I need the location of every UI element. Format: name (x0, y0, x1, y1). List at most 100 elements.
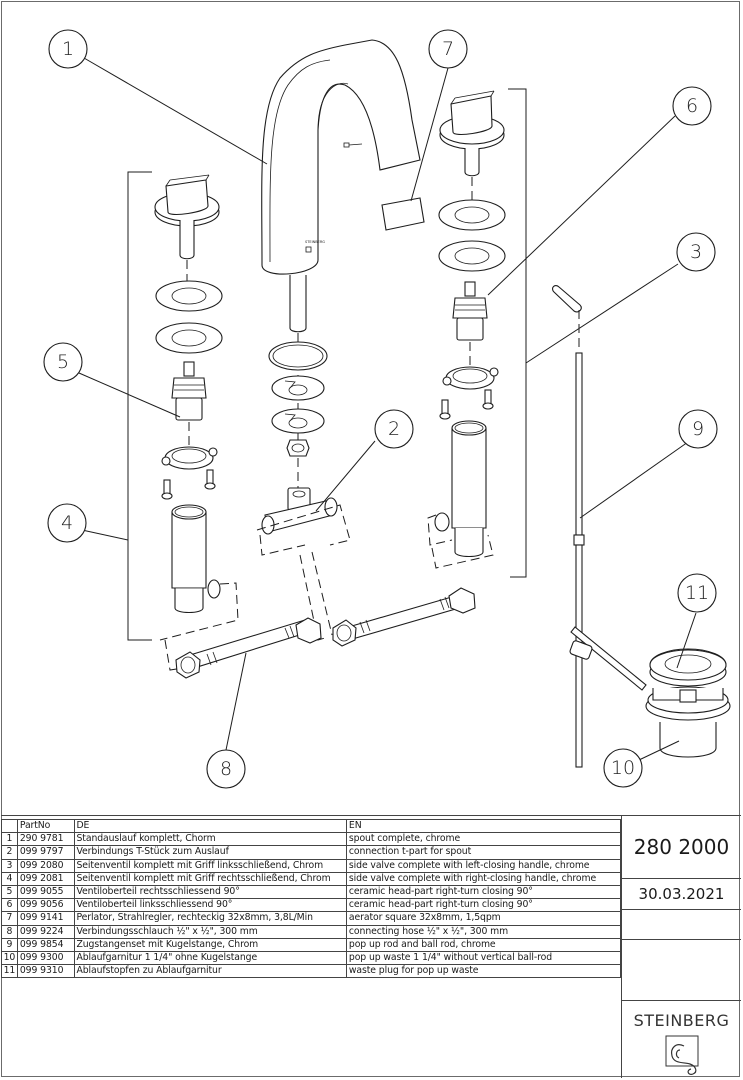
row-de: Ablaufstopfen zu Ablaufgarnitur (73, 964, 347, 979)
row-num: 3 (1, 858, 18, 873)
callout-label: 8 (220, 758, 232, 780)
row-de: Zugstangenset mit Kugelstange, Chrom (73, 937, 347, 952)
row-partno: 099 9310 (16, 964, 75, 979)
spout-brand-mark: STEINBERG (305, 240, 325, 244)
row-en: spout complete, chrome (345, 832, 622, 847)
row-en: connection t-part for spout (345, 845, 622, 860)
row-partno: 290 9781 (16, 832, 75, 847)
callout-6: 6 (672, 86, 712, 126)
row-partno: 099 9141 (16, 911, 75, 926)
row-num: 5 (1, 884, 18, 900)
row-de: Ventiloberteil linksschliessend 90° (73, 898, 347, 913)
row-partno: 099 9055 (16, 884, 75, 900)
callout-9: 9 (678, 409, 718, 449)
aerator-part (381, 197, 425, 231)
steinberg-logo-icon (665, 1035, 698, 1075)
callout-label: 4 (61, 512, 73, 534)
callout-2: 2 (374, 409, 414, 449)
callout-8: 8 (206, 749, 246, 789)
col-header-partno: PartNo (16, 818, 75, 834)
row-partno: 099 9854 (16, 937, 75, 952)
callout-label: 7 (442, 38, 454, 60)
brand-name: STEINBERG (633, 1011, 730, 1030)
spout-mounting-parts (256, 341, 351, 556)
document-number: 280 2000 (622, 816, 741, 879)
row-partno: 099 9056 (16, 898, 75, 913)
callout-label: 1 (62, 38, 74, 60)
row-num: 10 (1, 950, 18, 966)
callout-label: 6 (686, 95, 698, 117)
leader-lines (78, 57, 697, 761)
callout-label: 9 (692, 418, 704, 440)
right-valve-assembly (427, 88, 527, 578)
brand-cell: STEINBERG (622, 1001, 741, 1078)
row-partno: 099 9224 (16, 924, 75, 939)
callout-11: 11 (677, 573, 717, 613)
row-de: Seitenventil komplett mit Griff linkssch… (73, 858, 347, 873)
row-en: side valve complete with right-closing h… (345, 871, 622, 886)
title-block-empty-cell (622, 940, 741, 1001)
callout-label: 11 (685, 582, 709, 604)
callout-label: 10 (611, 757, 635, 779)
row-num: 6 (1, 898, 18, 913)
row-num: 9 (1, 937, 18, 952)
callout-7: 7 (428, 29, 468, 69)
row-num: 11 (1, 964, 18, 979)
row-en: ceramic head-part right-turn closing 90° (345, 884, 622, 900)
row-en: aerator square 32x8mm, 1,5qpm (345, 911, 622, 926)
col-header-en: EN (345, 818, 622, 834)
row-en: connecting hose ½" x ½", 300 mm (345, 924, 622, 939)
callout-label: 3 (690, 241, 702, 263)
row-partno: 099 2080 (16, 858, 75, 873)
callout-1: 1 (48, 29, 88, 69)
row-de: Ablaufgarnitur 1 1/4" ohne Kugelstange (73, 950, 347, 966)
row-partno: 099 2081 (16, 871, 75, 886)
row-en: ceramic head-part right-turn closing 90° (345, 898, 622, 913)
row-de: Ventiloberteil rechtsschliessend 90° (73, 884, 347, 900)
title-block-empty-cell (622, 910, 741, 940)
pop-up-waste-assembly (551, 284, 731, 768)
row-num: 4 (1, 871, 18, 886)
row-num: 7 (1, 911, 18, 926)
row-de: Perlator, Strahlregler, rechteckig 32x8m… (73, 911, 347, 926)
row-de: Seitenventil komplett mit Griff rechtssc… (73, 871, 347, 886)
table-header-row: PartNo DE EN (1, 818, 622, 834)
row-en: pop up waste 1 1/4" without vertical bal… (345, 950, 622, 966)
exploded-view-drawing: STEINBERG (43, 29, 731, 789)
row-partno: 099 9797 (16, 845, 75, 860)
row-de: Verbindungsschlauch ½" x ½", 300 mm (73, 924, 347, 939)
row-en: waste plug for pop up waste (345, 964, 622, 979)
connecting-hoses (164, 551, 476, 679)
left-valve-assembly (127, 171, 239, 641)
callout-3: 3 (676, 232, 716, 272)
row-num: 2 (1, 845, 18, 860)
col-header-num (1, 818, 18, 834)
row-de: Standauslauf komplett, Chorm (73, 832, 347, 847)
row-en: side valve complete with left-closing ha… (345, 858, 622, 873)
row-num: 8 (1, 924, 18, 939)
callout-label: 2 (388, 418, 400, 440)
callout-label: 5 (57, 351, 69, 373)
row-num: 1 (1, 832, 18, 847)
callout-10: 10 (603, 748, 643, 788)
col-header-de: DE (73, 818, 347, 834)
title-block: 280 2000 30.03.2021 STEINBERG (621, 815, 741, 1078)
row-partno: 099 9300 (16, 950, 75, 966)
row-de: Verbindungs T-Stück zum Auslauf (73, 845, 347, 860)
document-date: 30.03.2021 (622, 879, 741, 910)
callout-4: 4 (47, 503, 87, 543)
